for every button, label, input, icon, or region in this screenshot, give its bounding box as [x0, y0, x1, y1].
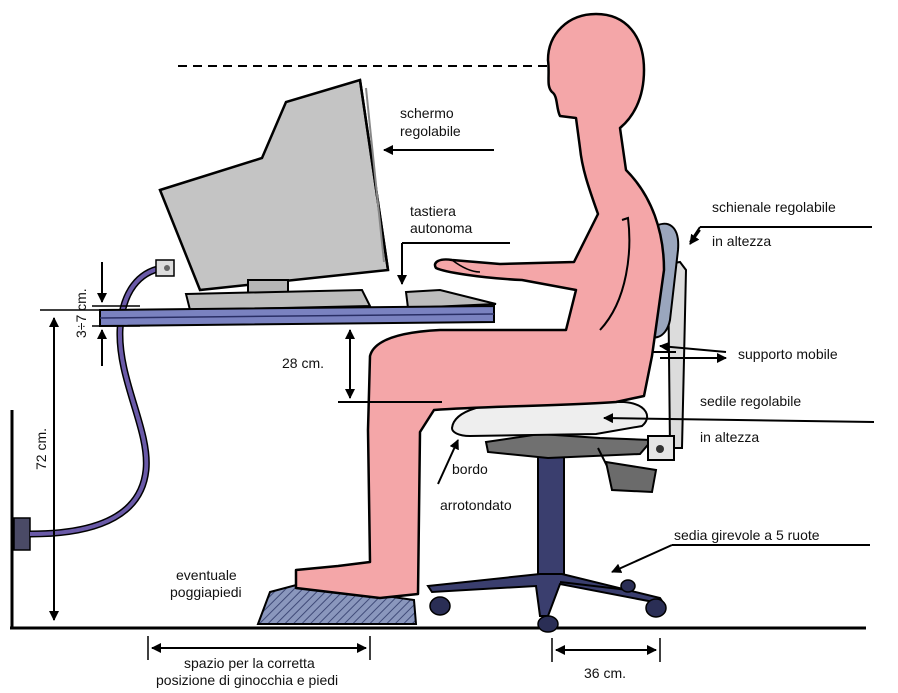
label-base-width: 36 cm.: [584, 665, 626, 681]
label-legroom-2: posizione di ginocchia e piedi: [156, 672, 338, 688]
label-seat-2: in altezza: [700, 429, 759, 445]
desk: [100, 306, 494, 326]
label-chair: sedia girevole a 5 ruote: [674, 527, 820, 543]
label-keyboard-1: tastiera: [410, 203, 456, 219]
label-legroom-1: spazio per la corretta: [184, 655, 315, 671]
label-monitor-2: regolabile: [400, 123, 461, 139]
label-edge-2: arrotondato: [440, 497, 512, 513]
label-backrest-2: in altezza: [712, 233, 771, 249]
power-cable: [14, 260, 174, 550]
label-backrest-1: schienale regolabile: [712, 199, 836, 215]
label-footrest-2: poggiapiedi: [170, 584, 242, 600]
label-monitor-1: schermo: [400, 105, 454, 121]
label-leg-clearance: 28 cm.: [282, 355, 324, 371]
label-mobile-support: supporto mobile: [738, 346, 838, 362]
label-footrest-1: eventuale: [176, 567, 237, 583]
label-seat-1: sedile regolabile: [700, 393, 801, 409]
label-desk-thickness: 3÷7 cm.: [73, 288, 89, 338]
monitor: [160, 80, 388, 310]
label-edge-1: bordo: [452, 461, 488, 477]
label-keyboard-2: autonoma: [410, 220, 472, 236]
label-desk-height: 72 cm.: [33, 428, 49, 470]
wall-socket: [14, 518, 30, 550]
chair-column: [538, 448, 564, 582]
